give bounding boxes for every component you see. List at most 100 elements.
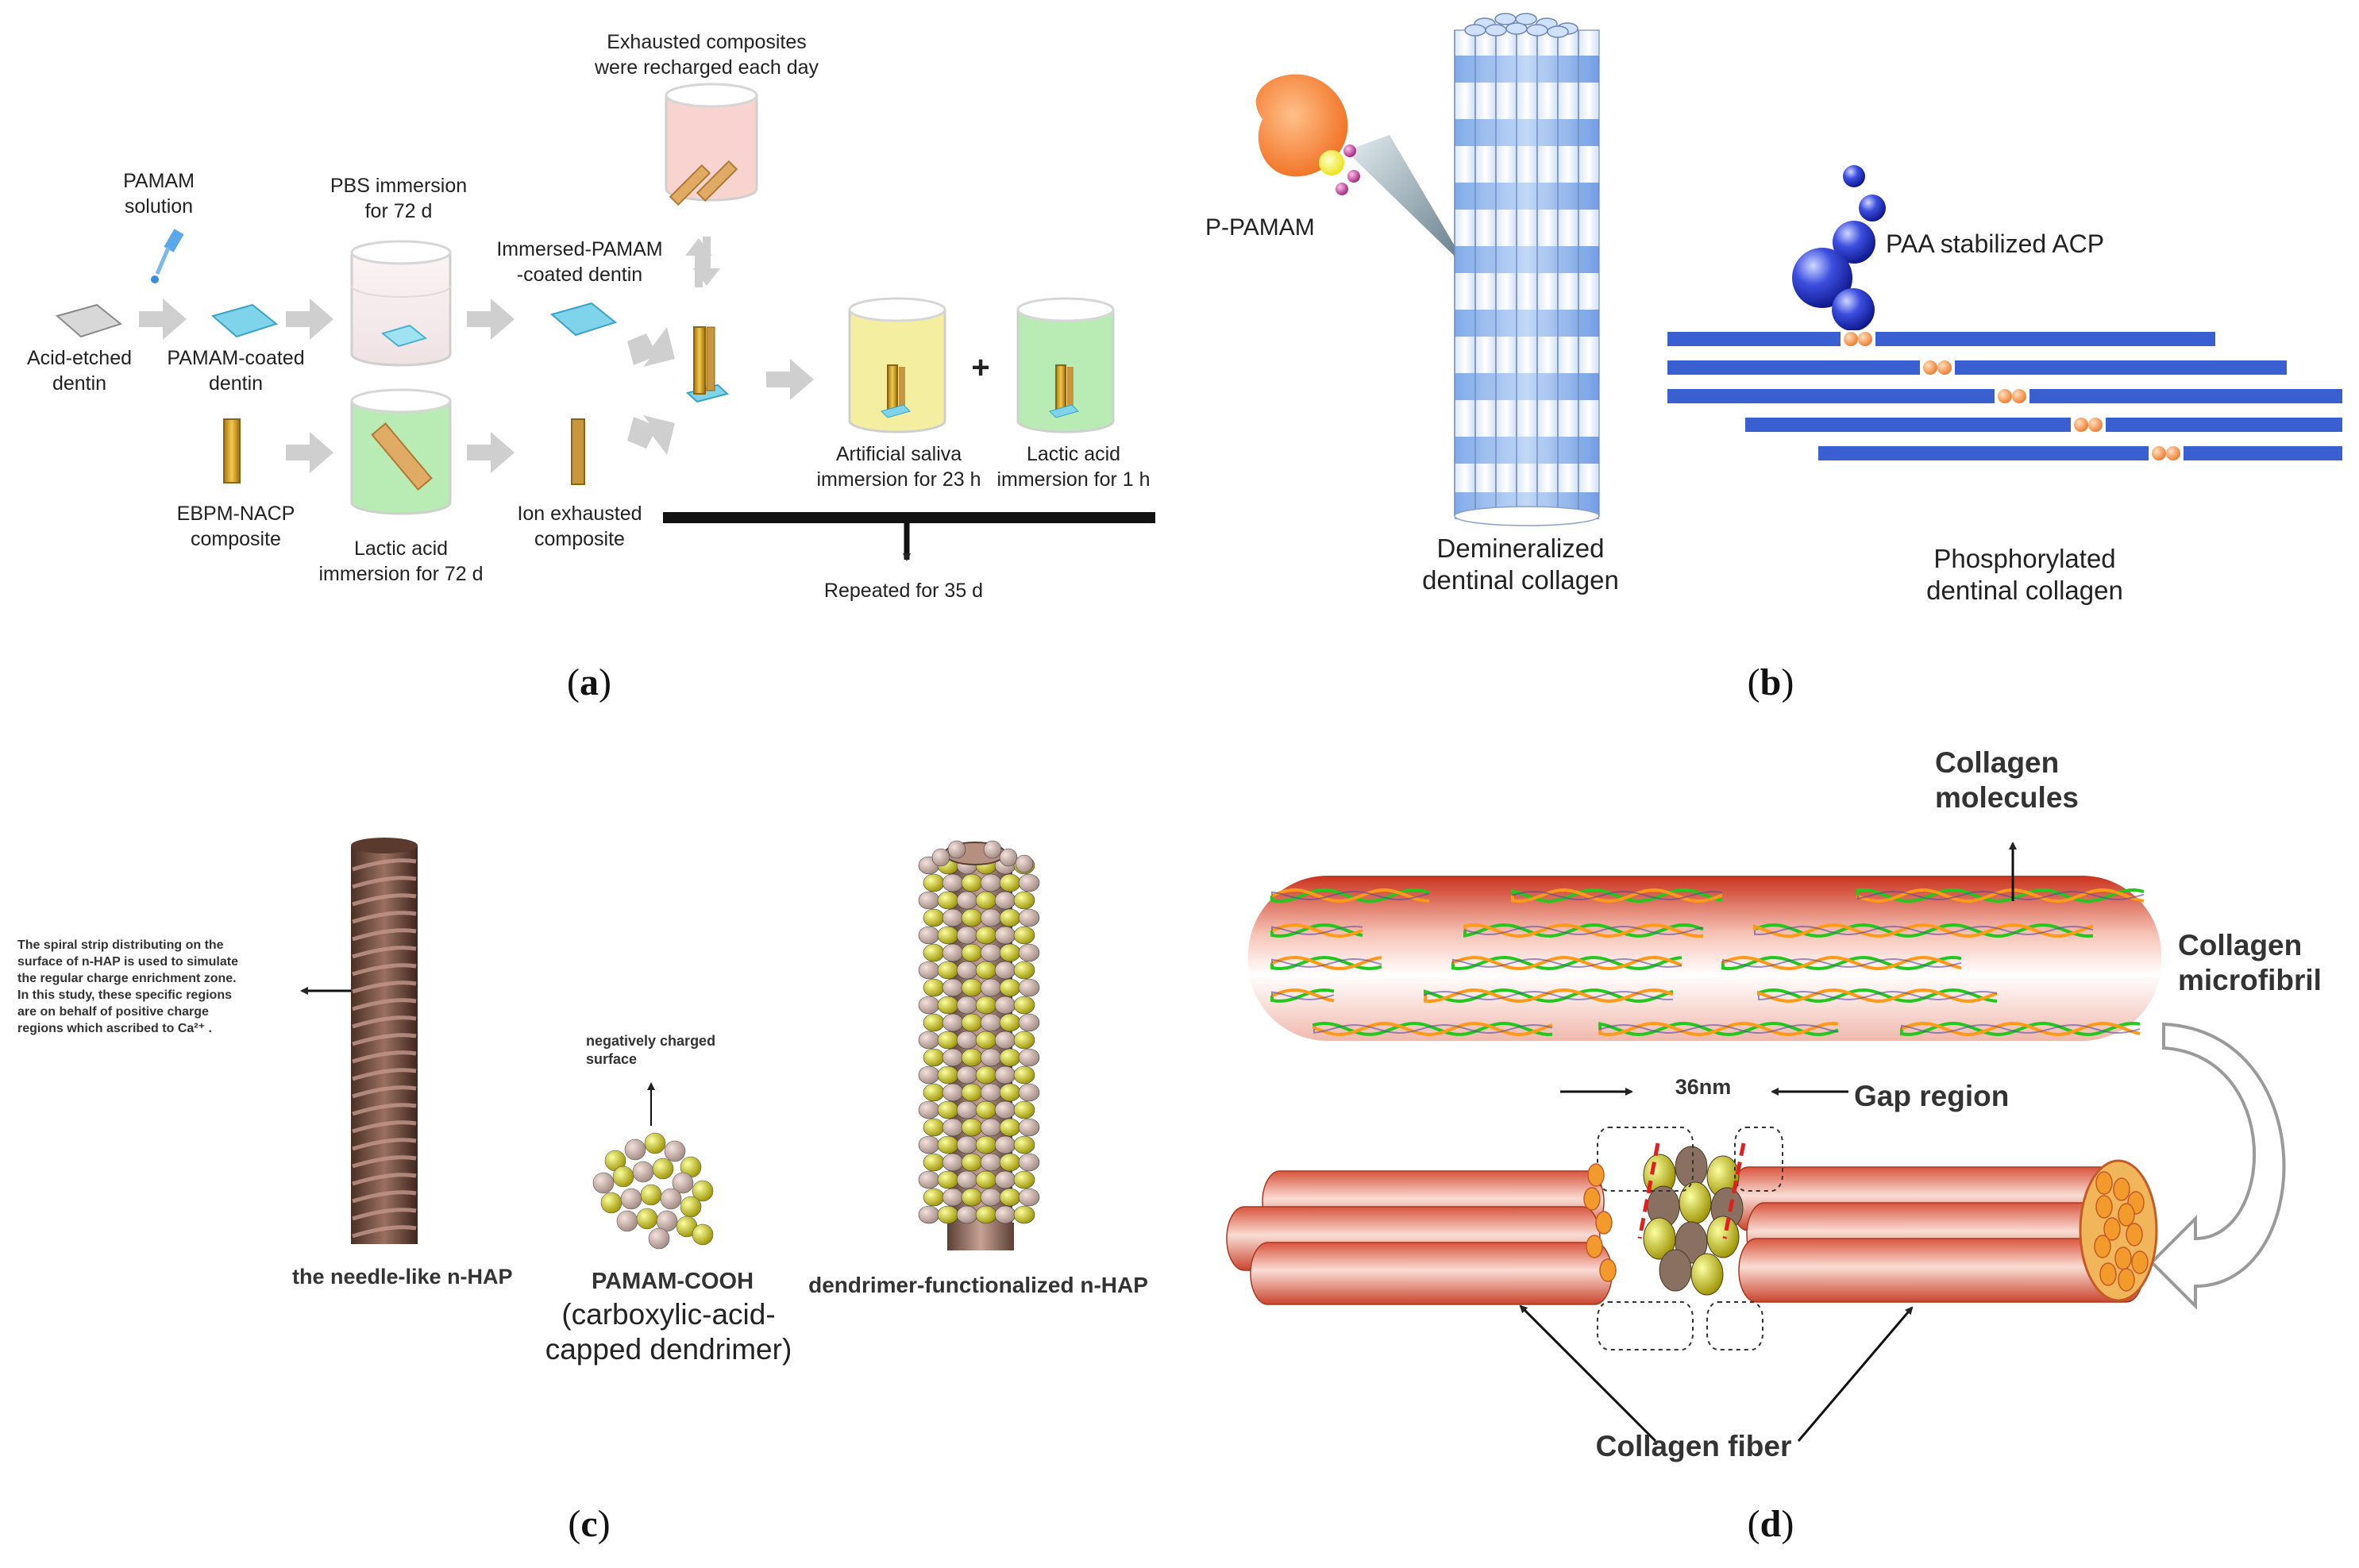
spiral-band: [352, 1033, 417, 1046]
gap-cylinder-outline: [1706, 1301, 1763, 1350]
caption-paren: (: [1748, 661, 1760, 703]
fibril-end: [2094, 1235, 2111, 1258]
lactic-1h-label: Lactic acid: [1027, 443, 1120, 465]
flow-arrow: [286, 299, 333, 340]
spiral-note-line: The spiral strip distributing on the: [17, 938, 224, 952]
dendrimer-sphere: [931, 848, 950, 867]
carboxyl-sphere: [961, 1153, 983, 1172]
collagen-strand: [1667, 360, 2287, 375]
dendrimer-sphere: [956, 1100, 978, 1119]
carboxyl-sphere: [937, 1100, 959, 1119]
collagen-helix-strand: [1312, 1021, 1553, 1037]
pamam-cooh-cluster: [592, 1132, 714, 1250]
demineralized-collagen-column: [1454, 13, 1600, 526]
carboxyl-sphere: [1013, 961, 1035, 980]
carboxyl-sphere: [640, 1184, 662, 1206]
dendrimer-sphere: [956, 961, 978, 980]
dendrimer-sphere: [942, 943, 964, 962]
lactic-1h-label: immersion for 1 h: [996, 468, 1150, 491]
plus-sign: +: [971, 350, 989, 385]
dendrimer-sphere: [994, 1031, 1016, 1050]
flow-arrow: [693, 237, 720, 286]
dendrimer-sphere: [994, 996, 1016, 1015]
dendrimer-sphere: [664, 1140, 686, 1162]
dendrimer-sphere: [942, 908, 964, 927]
dendrimer-sphere: [1018, 1083, 1040, 1102]
dendrimer-sphere: [956, 1031, 978, 1050]
dendrimer-sphere: [660, 1188, 682, 1210]
pamam-cooh-label: PAMAM-COOH: [592, 1269, 754, 1294]
needle-hap-rod: [351, 846, 418, 1244]
dendrimer-sphere: [980, 978, 1002, 997]
collagen-helix-strand: [1271, 890, 1430, 901]
gap-mineral-cluster: [1659, 1249, 1692, 1292]
panel-b-caption: (b): [1748, 661, 1794, 703]
dendrimer-sphere: [980, 908, 1002, 927]
spiral-band: [352, 1173, 417, 1186]
carboxyl-sphere: [961, 1188, 983, 1207]
collagen-strand: [1745, 418, 2342, 432]
spiral-band: [352, 1068, 417, 1081]
dendrimer-sphere: [942, 1048, 964, 1067]
spiral-band: [352, 876, 417, 889]
collagen-helix-strand: [1598, 1022, 1839, 1037]
collagen-helix-strand: [1856, 888, 2145, 903]
collagen-helix-strand: [1271, 957, 1382, 969]
acid-etched-label: dentin: [52, 372, 106, 395]
carboxyl-sphere: [1013, 1100, 1035, 1119]
dendrimer-sphere: [980, 1118, 1002, 1137]
carboxyl-sphere: [999, 908, 1021, 927]
carboxyl-sphere: [961, 978, 983, 997]
spiral-note-line: In this study, these specific regions: [17, 988, 232, 1002]
collagen-helix-strand: [1900, 1021, 2141, 1037]
pamam-cooh-sub: (carboxylic-acid-: [561, 1298, 775, 1331]
carboxyl-sphere: [961, 873, 983, 892]
collagen-helix-strand: [1753, 923, 2094, 938]
fibril-end: [1587, 1163, 1605, 1187]
fibril-end: [2118, 1203, 2135, 1227]
negative-surface-label: negatively charged: [586, 1033, 715, 1049]
dendrimer-sphere: [918, 996, 940, 1015]
p-pamam-label: P-PAMAM: [1205, 214, 1315, 241]
carboxyl-sphere: [612, 1165, 634, 1188]
collagen-helix-strand: [1512, 890, 1723, 901]
carboxyl-sphere: [975, 1065, 997, 1085]
carboxyl-sphere: [923, 978, 945, 997]
dendrimer-sphere: [980, 873, 1002, 892]
collagen-molecules: [1270, 888, 2145, 1037]
carboxyl-sphere: [961, 1118, 983, 1137]
collagen-strand: [1667, 332, 2215, 346]
acp-particle: [1843, 165, 1865, 187]
carboxyl-sphere: [923, 1048, 945, 1067]
dendrimer-sphere: [942, 1118, 964, 1137]
fibril-end: [2099, 1262, 2117, 1286]
carboxyl-sphere: [975, 891, 997, 910]
negative-surface-label: surface: [586, 1051, 637, 1067]
phosphorylated-label: dentinal collagen: [1926, 576, 2123, 605]
dendrimer-sphere: [942, 1153, 964, 1172]
tube-top: [1485, 24, 1507, 37]
collagen-helix-strand: [1270, 955, 1382, 970]
gap-mineral-cluster: [1679, 1181, 1712, 1224]
collagen-helix-strand: [1511, 888, 1723, 903]
collagen-helix-strand: [1857, 890, 2145, 901]
spiral-band: [352, 858, 417, 872]
spiral-band: [352, 893, 417, 907]
fiber-pointer: [1797, 1306, 1914, 1442]
carboxyl-sphere: [937, 891, 959, 910]
dendrimer-sphere: [980, 1153, 1002, 1172]
gap-cylinder-outline: [1734, 1127, 1783, 1192]
spiral-band: [352, 1155, 417, 1169]
dendrimer-sphere: [956, 926, 978, 945]
dendrimer-sphere: [994, 1100, 1016, 1119]
carboxyl-sphere: [999, 1118, 1021, 1137]
pbs-immersion-label: PBS immersion: [330, 175, 467, 197]
flow-arrow: [286, 432, 333, 473]
fibril-end: [1599, 1258, 1617, 1282]
demineralized-label: dentinal collagen: [1422, 565, 1619, 595]
carboxyl-sphere: [999, 873, 1021, 892]
collagen-helix-strand: [1270, 888, 1430, 903]
spiral-band: [352, 1190, 417, 1204]
flow-arrow: [467, 432, 515, 473]
fibril-end: [2103, 1217, 2121, 1241]
